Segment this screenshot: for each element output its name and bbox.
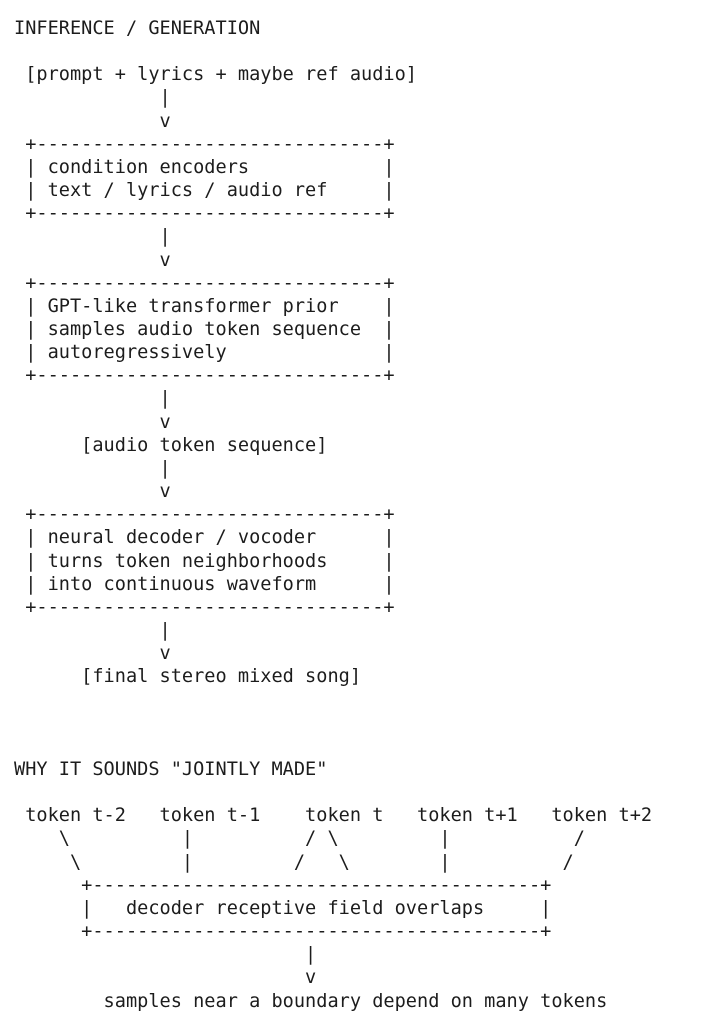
why-jointly-made-section: WHY IT SOUNDS "JOINTLY MADE" token t-2 t… [14, 758, 711, 1013]
inference-pipeline-ascii-art: [prompt + lyrics + maybe ref audio] | v … [25, 64, 417, 688]
why-section-title: WHY IT SOUNDS "JOINTLY MADE" [14, 758, 328, 780]
token-overlap-ascii-art: token t-2 token t-1 token t token t+1 to… [25, 805, 653, 1012]
inference-generation-section: INFERENCE / GENERATION [prompt + lyrics … [14, 17, 711, 689]
inference-section-title: INFERENCE / GENERATION [14, 18, 261, 39]
